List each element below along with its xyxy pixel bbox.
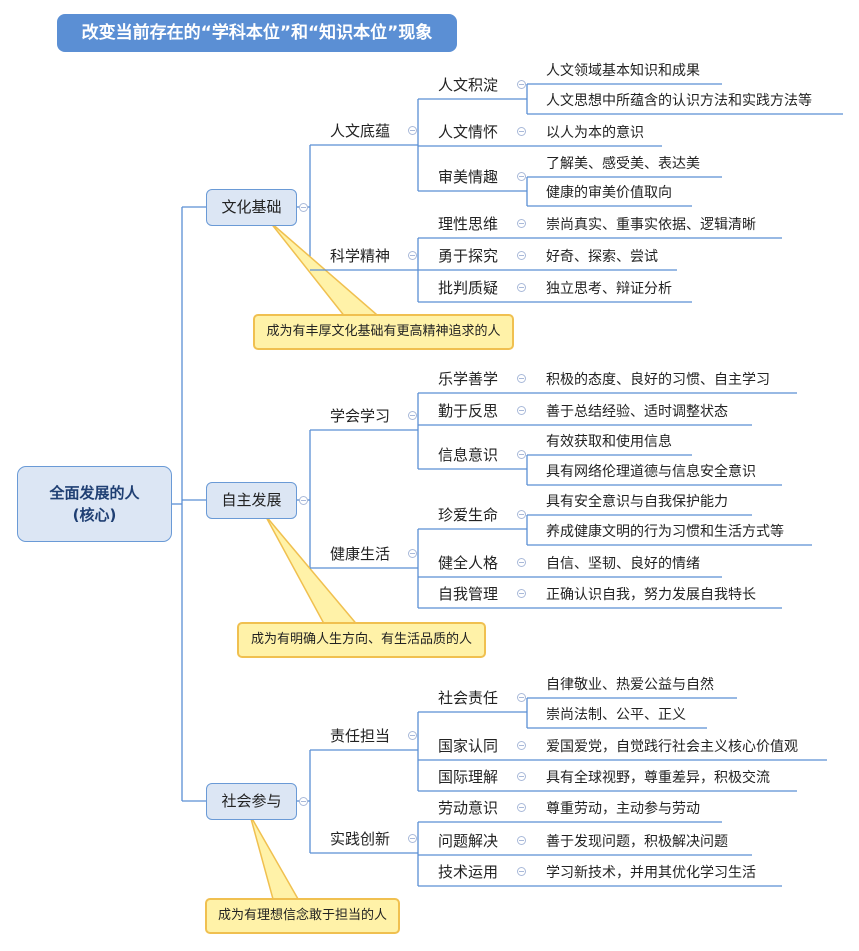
group-node[interactable]: 学会学习 [330,407,391,425]
callout-note[interactable]: 成为有理想信念敢于担当的人 [205,898,400,934]
collapse-toggle-icon[interactable] [517,251,526,260]
collapse-toggle-icon[interactable] [408,731,417,740]
group-node[interactable]: 人文底蕴 [330,122,391,140]
leaf-node[interactable]: 崇尚真实、重事实依据、逻辑清晰 [546,217,756,233]
topic-node[interactable]: 技术运用 [438,863,499,881]
leaf-node[interactable]: 人文思想中所蕴含的认识方法和实践方法等 [546,93,812,109]
collapse-toggle-icon[interactable] [299,496,308,505]
collapse-toggle-icon[interactable] [517,283,526,292]
collapse-toggle-icon[interactable] [517,127,526,136]
collapse-toggle-icon[interactable] [517,80,526,89]
topic-node[interactable]: 审美情趣 [438,168,499,186]
group-node[interactable]: 健康生活 [330,545,391,563]
topic-node[interactable]: 乐学善学 [438,370,499,388]
topic-node[interactable]: 人文积淀 [438,76,499,94]
collapse-toggle-icon[interactable] [408,549,417,558]
topic-node[interactable]: 国际理解 [438,768,499,786]
group-node[interactable]: 科学精神 [330,247,391,265]
leaf-node[interactable]: 独立思考、辩证分析 [546,281,672,297]
collapse-toggle-icon[interactable] [408,834,417,843]
branch-node-1[interactable]: 自主发展 [206,482,297,519]
collapse-toggle-icon[interactable] [408,411,417,420]
leaf-node[interactable]: 有效获取和使用信息 [546,434,672,450]
group-node[interactable]: 责任担当 [330,727,391,745]
root-label: 全面发展的人 [49,484,140,502]
callout-pointer [269,221,381,317]
leaf-node[interactable]: 了解美、感受美、表达美 [546,156,700,172]
root-sublabel: (核心) [72,506,117,524]
leaf-node[interactable]: 学习新技术，并用其优化学习生活 [546,865,756,881]
leaf-node[interactable]: 善于发现问题，积极解决问题 [546,834,728,850]
collapse-toggle-icon[interactable] [517,693,526,702]
leaf-node[interactable]: 善于总结经验、适时调整状态 [546,404,728,420]
branch-node-2[interactable]: 社会参与 [206,783,297,820]
collapse-toggle-icon[interactable] [299,203,308,212]
collapse-toggle-icon[interactable] [517,772,526,781]
leaf-node[interactable]: 好奇、探索、尝试 [546,249,658,265]
topic-node[interactable]: 勤于反思 [438,402,499,420]
callout-note[interactable]: 成为有明确人生方向、有生活品质的人 [237,622,486,658]
root-node[interactable]: 全面发展的人 (核心) [17,466,172,542]
leaf-node[interactable]: 崇尚法制、公平、正义 [546,707,686,723]
leaf-node[interactable]: 正确认识自我，努力发展自我特长 [546,587,756,603]
topic-node[interactable]: 理性思维 [438,215,499,233]
branch-node-0[interactable]: 文化基础 [206,189,297,226]
topic-node[interactable]: 国家认同 [438,737,499,755]
collapse-toggle-icon[interactable] [517,836,526,845]
group-node[interactable]: 实践创新 [330,830,391,848]
collapse-toggle-icon[interactable] [517,867,526,876]
topic-node[interactable]: 勇于探究 [438,247,499,265]
leaf-node[interactable]: 具有全球视野，尊重差异，积极交流 [546,770,770,786]
leaf-node[interactable]: 自信、坚韧、良好的情绪 [546,556,700,572]
collapse-toggle-icon[interactable] [517,219,526,228]
callout-note[interactable]: 成为有丰厚文化基础有更高精神追求的人 [253,314,514,350]
leaf-node[interactable]: 人文领域基本知识和成果 [546,63,700,79]
map-title[interactable]: 改变当前存在的“学科本位”和“知识本位”现象 [57,14,457,52]
leaf-node[interactable]: 健康的审美价值取向 [546,185,672,201]
topic-node[interactable]: 劳动意识 [438,799,499,817]
topic-node[interactable]: 健全人格 [438,554,499,572]
collapse-toggle-icon[interactable] [517,589,526,598]
collapse-toggle-icon[interactable] [408,251,417,260]
topic-node[interactable]: 珍爱生命 [438,506,499,524]
topic-node[interactable]: 问题解决 [438,832,499,850]
collapse-toggle-icon[interactable] [517,406,526,415]
collapse-toggle-icon[interactable] [517,374,526,383]
callout-pointer [249,814,300,901]
leaf-node[interactable]: 自律敬业、热爱公益与自然 [546,677,714,693]
leaf-node[interactable]: 以人为本的意识 [546,125,644,141]
leaf-node[interactable]: 尊重劳动，主动参与劳动 [546,801,700,817]
leaf-node[interactable]: 爱国爱党，自觉践行社会主义核心价值观 [546,739,798,755]
collapse-toggle-icon[interactable] [517,510,526,519]
leaf-node[interactable]: 具有网络伦理道德与信息安全意识 [546,464,756,480]
collapse-toggle-icon[interactable] [517,803,526,812]
leaf-node[interactable]: 具有安全意识与自我保护能力 [546,494,728,510]
leaf-node[interactable]: 养成健康文明的行为习惯和生活方式等 [546,524,784,540]
collapse-toggle-icon[interactable] [408,126,417,135]
collapse-toggle-icon[interactable] [517,172,526,181]
topic-node[interactable]: 批判质疑 [438,279,499,297]
topic-node[interactable]: 人文情怀 [438,123,499,141]
topic-node[interactable]: 社会责任 [438,689,499,707]
leaf-node[interactable]: 积极的态度、良好的习惯、自主学习 [546,372,770,388]
topic-node[interactable]: 信息意识 [438,446,499,464]
collapse-toggle-icon[interactable] [517,450,526,459]
callout-pointer [264,514,359,625]
collapse-toggle-icon[interactable] [299,797,308,806]
topic-node[interactable]: 自我管理 [438,585,499,603]
collapse-toggle-icon[interactable] [517,558,526,567]
collapse-toggle-icon[interactable] [517,741,526,750]
